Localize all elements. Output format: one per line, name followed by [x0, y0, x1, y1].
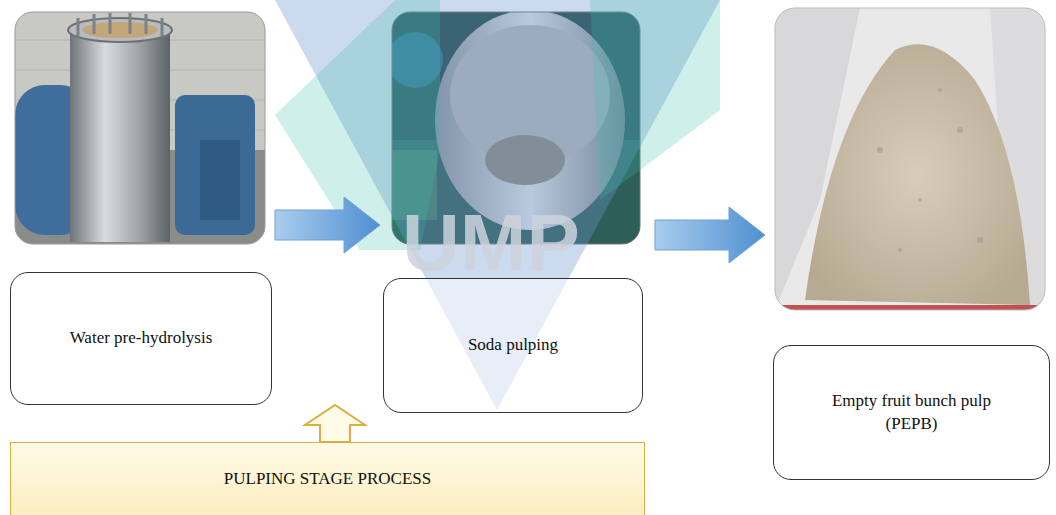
- stage-arrow: [305, 405, 365, 442]
- stage-band: PULPING STAGE PROCESS: [10, 442, 645, 515]
- node-text: Water pre-hydrolysis: [70, 327, 213, 349]
- watermark-text: UMP: [402, 203, 580, 283]
- flow-arrow: [275, 197, 380, 253]
- watermark-triangle: [275, 0, 720, 410]
- node-text: Soda pulping: [468, 334, 558, 356]
- node-text: PULPING STAGE PROCESS: [224, 468, 431, 490]
- reactor-photo: [15, 12, 265, 244]
- node-text: Empty fruit bunch pulp (PEPB): [812, 390, 1012, 434]
- process-box: Water pre-hydrolysis: [10, 272, 272, 405]
- flow-arrow: [655, 207, 765, 263]
- product-box: Empty fruit bunch pulp (PEPB): [773, 345, 1050, 480]
- watermark-shape: [590, 0, 720, 200]
- process-box: Soda pulping: [383, 278, 643, 413]
- pulp-photo: [775, 8, 1045, 310]
